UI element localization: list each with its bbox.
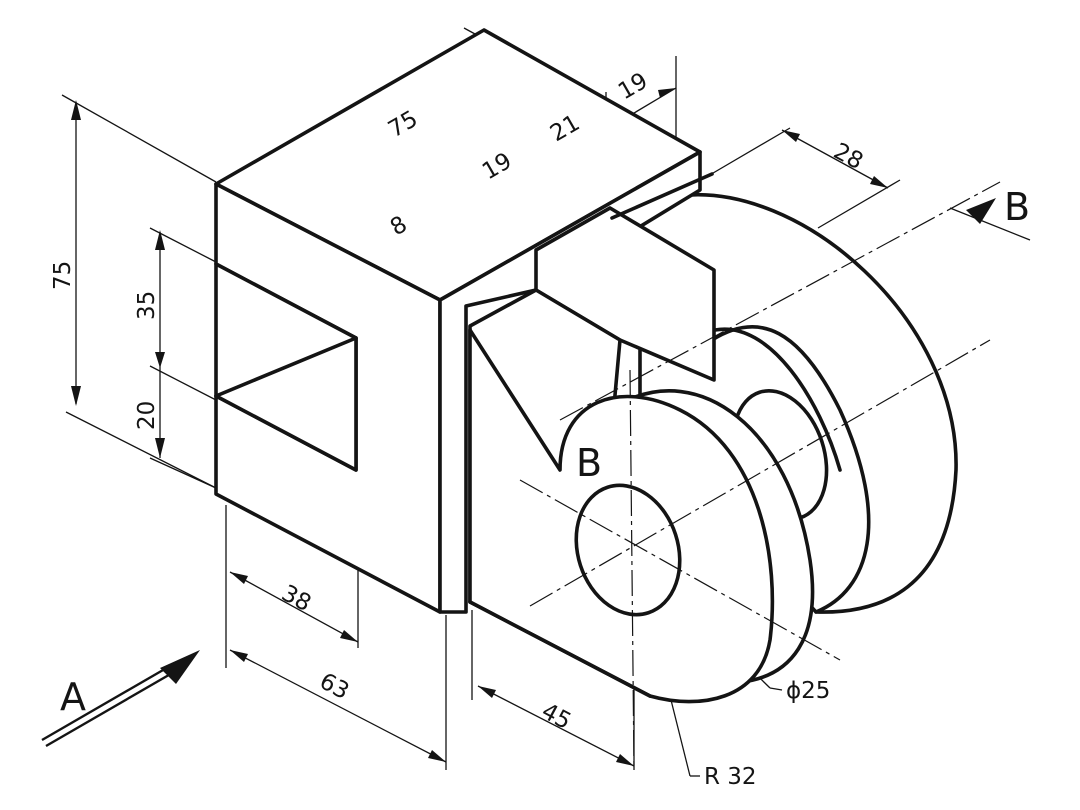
dim-base-width: 63 (315, 668, 353, 705)
centre-lines (519, 181, 1001, 771)
dim-boss-radius: R 32 (704, 764, 757, 790)
dim-hole-diameter: ϕ25 (786, 678, 830, 704)
dim-slot-upper-height: 35 (134, 291, 160, 320)
dim-lug-gap: 28 (829, 138, 867, 175)
step-face (438, 150, 702, 614)
dim-step-19b: 19 (614, 68, 652, 105)
section-label-b-right: B (1004, 185, 1030, 229)
part-body (214, 28, 958, 704)
view-label-a: A (60, 675, 86, 719)
dim-slot-lower-height: 20 (134, 401, 160, 430)
dim-overall-height: 75 (50, 261, 76, 290)
dim-boss-length: 45 (537, 698, 575, 735)
view-labels: A B B (60, 185, 1030, 719)
section-label-b-left: B (576, 441, 602, 485)
dim-slot-depth: 38 (277, 580, 315, 617)
